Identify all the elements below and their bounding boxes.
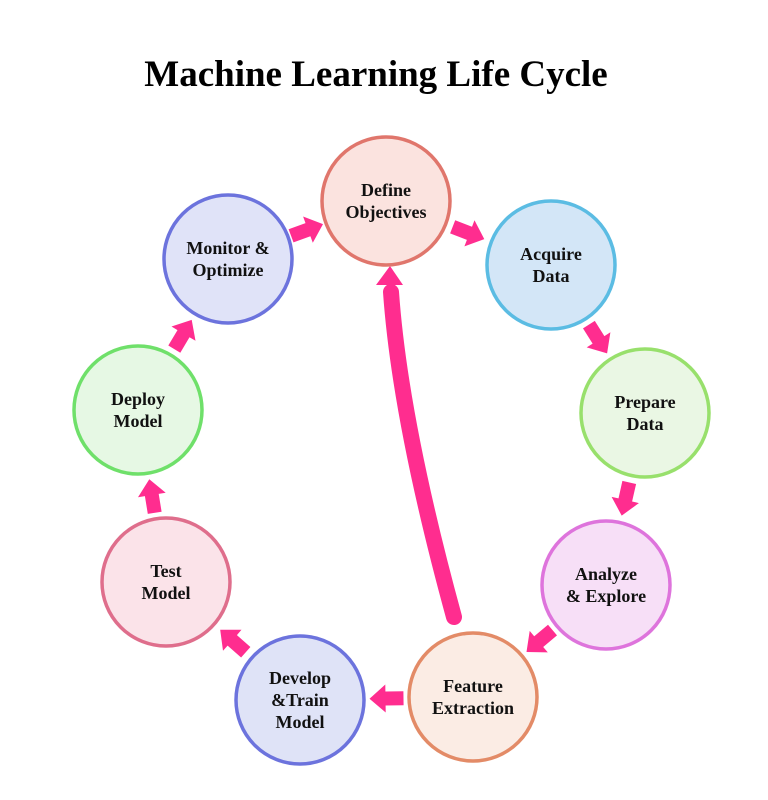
stage-label: Deploy [111, 389, 165, 409]
feedback-arrow-head [376, 266, 403, 285]
stage-label: Monitor & [186, 238, 269, 258]
arrow-develop-train-model-to-test-model [220, 629, 251, 658]
stage-label: Model [114, 411, 163, 431]
stage-label: Acquire [520, 244, 582, 264]
stage-circle [407, 631, 539, 763]
arrow-prepare-data-to-analyze-explore [611, 480, 639, 516]
stage-label: Feature [443, 676, 503, 696]
stage-label: Extraction [432, 698, 514, 718]
stage-label: Data [533, 266, 570, 286]
diagram-title: Machine Learning Life Cycle [144, 54, 607, 95]
stage-analyze-explore: Analyze& Explore [540, 519, 672, 651]
arrow-deploy-model-to-monitor-optimize [168, 319, 196, 353]
stage-label: Model [276, 712, 325, 732]
stage-label: & Explore [566, 586, 646, 606]
arrow-monitor-optimize-to-define-objectives [288, 216, 323, 243]
stage-label: Objectives [346, 202, 427, 222]
stage-circle [485, 199, 617, 331]
stage-label: Model [142, 583, 191, 603]
stage-label: Prepare [614, 392, 675, 412]
stage-label: Analyze [575, 564, 637, 584]
stage-circle [320, 135, 452, 267]
stage-label: &Train [271, 690, 329, 710]
stage-label: Develop [269, 668, 331, 688]
stage-circle [234, 634, 366, 766]
arrow-feature-extraction-to-develop-train-model [369, 684, 404, 713]
stage-circle [579, 347, 711, 479]
stage-label: Data [627, 414, 664, 434]
stage-circle [72, 344, 204, 476]
nodes-layer: DefineObjectivesAcquireDataPrepareDataAn… [72, 135, 711, 766]
feedback-arrow-shaft [383, 284, 462, 625]
stage-monitor-optimize: Monitor &Optimize [162, 193, 294, 325]
arrow-test-model-to-deploy-model [138, 479, 166, 514]
stage-circle [162, 193, 294, 325]
arrows-layer [138, 216, 639, 713]
feedback-layer [376, 266, 462, 625]
arrow-define-objectives-to-acquire-data [450, 220, 485, 247]
arrow-analyze-explore-to-feature-extraction [526, 624, 557, 653]
stage-label: Optimize [193, 260, 264, 280]
stage-label: Test [150, 561, 181, 581]
arrow-acquire-data-to-prepare-data [583, 320, 611, 354]
stage-circle [540, 519, 672, 651]
stage-label: Define [361, 180, 411, 200]
stage-circle [100, 516, 232, 648]
